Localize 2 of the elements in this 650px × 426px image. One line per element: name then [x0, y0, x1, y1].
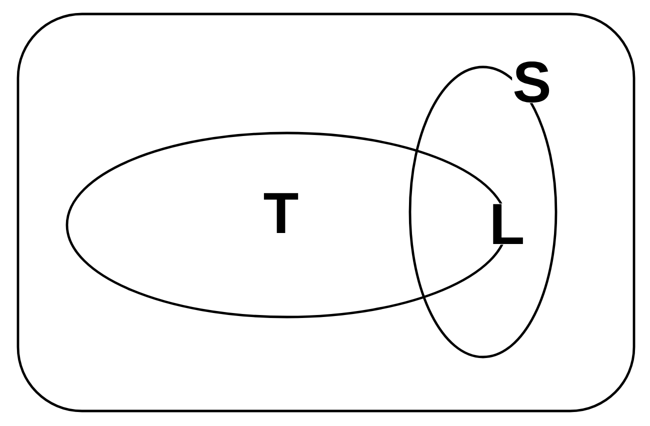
- region-label: L: [488, 204, 526, 245]
- rounded-frame: [16, 12, 636, 412]
